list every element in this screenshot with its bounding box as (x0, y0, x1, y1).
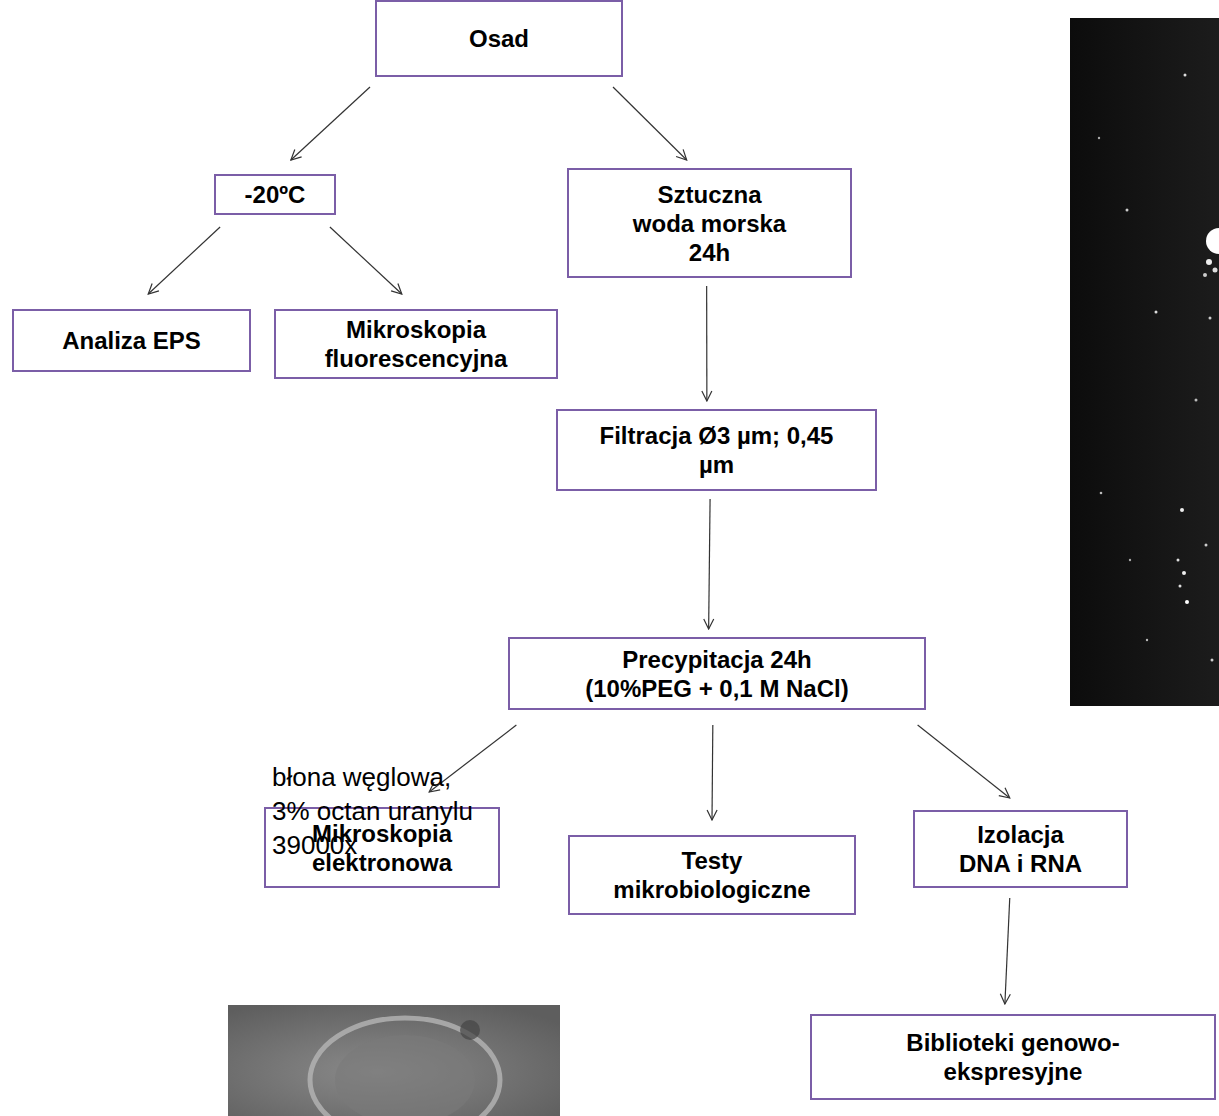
process-box: Izolacja DNA i RNA (913, 810, 1128, 888)
process-box: Analiza EPS (12, 309, 251, 372)
note-text: 39000x (272, 828, 357, 862)
note-text: błona węglowa, (272, 760, 451, 794)
flow-arrow (1005, 898, 1010, 1004)
process-box: Precypitacja 24h (10%PEG + 0,1 M NaCl) (508, 637, 926, 710)
box-text: Mikroskopia fluorescencyjna (286, 315, 546, 373)
flow-arrow (613, 87, 687, 160)
flow-arrow (330, 227, 402, 294)
process-box: Testy mikrobiologiczne (568, 835, 856, 915)
process-box: Osad (375, 0, 623, 77)
box-text: Izolacja DNA i RNA (953, 820, 1088, 878)
flow-arrow (709, 499, 710, 629)
process-box: Sztuczna woda morska 24h (567, 168, 852, 278)
box-text: Analiza EPS (62, 326, 201, 355)
box-text: Precypitacja 24h (10%PEG + 0,1 M NaCl) (567, 645, 867, 703)
box-text: -20ºC (245, 180, 306, 209)
box-text: Osad (469, 24, 529, 53)
box-text: Filtracja Ø3 µm; 0,45 µm (592, 421, 842, 479)
process-box: -20ºC (214, 174, 336, 215)
flow-arrow (148, 227, 220, 294)
flow-arrow (291, 87, 370, 160)
process-box: Filtracja Ø3 µm; 0,45 µm (556, 409, 877, 491)
electron-micrograph (228, 1005, 560, 1116)
fluorescence-micrograph (1070, 18, 1219, 706)
flow-arrow (706, 286, 707, 401)
flow-arrow (711, 725, 713, 820)
process-box: Mikroskopia fluorescencyjna (274, 309, 558, 379)
process-box: Biblioteki genowo-ekspresyjne (810, 1014, 1216, 1100)
note-text: 3% octan uranylu (272, 794, 473, 828)
box-text: Biblioteki genowo-ekspresyjne (873, 1028, 1153, 1086)
flow-arrow (918, 725, 1010, 798)
box-text: Sztuczna woda morska 24h (626, 180, 794, 267)
box-text: Testy mikrobiologiczne (597, 846, 827, 904)
